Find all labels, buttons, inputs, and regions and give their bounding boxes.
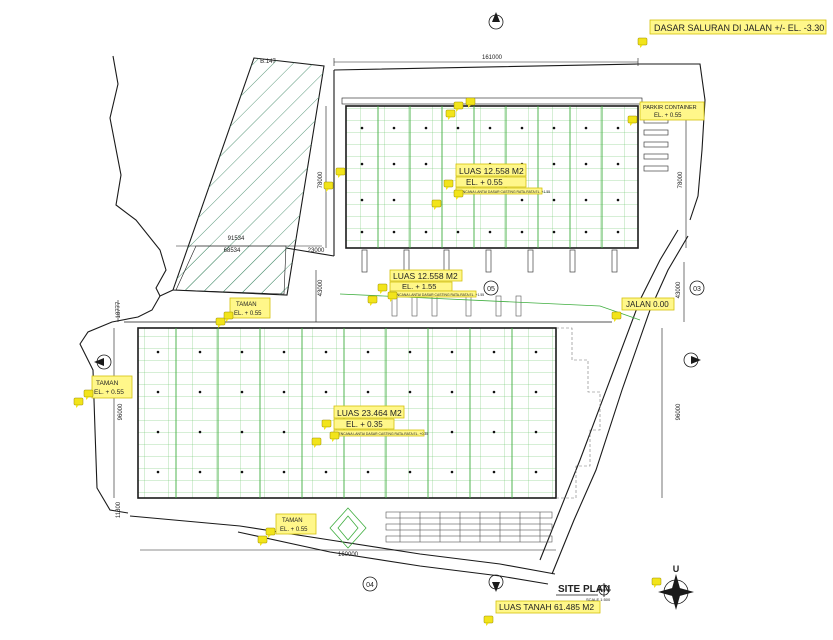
comment-icon xyxy=(215,317,226,328)
comment-icon xyxy=(443,179,454,190)
middle-area-label: LUAS 12.558 M2 xyxy=(393,271,458,281)
comment-icon xyxy=(431,199,442,210)
upper-el-highlight xyxy=(455,176,527,188)
comment-icon xyxy=(311,437,322,448)
dim-mid-gap: 43000 xyxy=(318,279,324,296)
taman-left-label: TAMAN xyxy=(96,380,119,387)
section-marker-04: 04 xyxy=(362,576,378,592)
land-area-label: LUAS TANAH 61.485 M2 xyxy=(499,602,594,612)
crosshair-icon xyxy=(597,583,611,597)
comment-markers xyxy=(73,37,662,626)
comment-icon xyxy=(323,181,334,192)
comment-icon xyxy=(453,189,464,200)
north-arrow-icon: U xyxy=(658,564,694,610)
comment-icon xyxy=(445,109,456,120)
comment-icon xyxy=(483,615,494,626)
section-marker-05: 05 xyxy=(483,280,499,296)
bottom-parking-rows xyxy=(385,511,553,543)
dimension-lines xyxy=(113,58,687,551)
jalan-label: JALAN 0.00 xyxy=(626,300,669,309)
section-marker-left xyxy=(94,354,112,370)
dim-upper-right: 78000 xyxy=(678,171,684,188)
lower-area-label: LUAS 23.464 M2 xyxy=(337,408,402,418)
lower-el-label: EL. + 0.35 xyxy=(346,420,383,429)
jalan-highlight xyxy=(621,297,675,311)
dim-mid-left: 18777 xyxy=(116,301,122,318)
section-marker-top xyxy=(488,12,504,30)
comment-icon xyxy=(329,431,340,442)
comment-icon xyxy=(465,97,476,108)
comment-icon xyxy=(611,311,622,322)
comment-icon xyxy=(335,167,346,178)
parking-container-area xyxy=(643,117,669,172)
middle-area-highlight xyxy=(389,269,463,282)
taman-mid-el: EL. + 0.55 xyxy=(234,311,262,317)
taman-bottom-highlight xyxy=(275,513,317,535)
hatched-slope-area xyxy=(173,58,324,295)
comment-icon xyxy=(83,389,94,400)
section-marker-right xyxy=(683,352,701,368)
middle-el-label: EL. + 1.55 xyxy=(402,282,436,291)
taman-bottom-label: TAMAN xyxy=(282,518,303,524)
comment-icon xyxy=(651,577,662,588)
middle-docks xyxy=(391,295,522,317)
site-plan-title: SITE PLAN xyxy=(558,584,610,595)
comment-icon xyxy=(73,397,84,408)
section-03-label: 03 xyxy=(693,286,701,293)
dim-bottom-left: 11300 xyxy=(116,501,122,518)
dim-upper-left: 78000 xyxy=(318,171,324,188)
upper-el-label: EL. + 0.55 xyxy=(466,178,503,187)
taman-mid-highlight xyxy=(229,297,271,319)
dim-top-width: 161000 xyxy=(482,55,503,61)
comment-icon xyxy=(367,295,378,306)
comment-icon xyxy=(453,101,464,112)
comment-icon xyxy=(321,419,332,430)
section-04-label: 04 xyxy=(366,582,374,589)
taman-mid-label: TAMAN xyxy=(236,302,257,308)
section-marker-bottom xyxy=(488,574,504,592)
dim-mid-right: 43000 xyxy=(676,281,682,298)
dim-span-b: 68534 xyxy=(224,248,241,254)
comment-icon xyxy=(257,535,268,546)
taman-left-highlight xyxy=(91,375,133,399)
dim-bottom-width: 160000 xyxy=(338,552,359,558)
lower-area-highlight xyxy=(333,405,405,419)
upper-note-label: RENCANA LANTAI DASAR CASTING RATA-RATA E… xyxy=(458,190,550,194)
comment-icon xyxy=(637,37,648,48)
dim-span-a: 91534 xyxy=(228,236,245,242)
comment-icon xyxy=(377,283,388,294)
middle-note-label: RENCANA LANTAI DASAR CASTING RATA-RATA E… xyxy=(392,293,484,297)
comment-icon xyxy=(387,291,398,302)
section-05-label: 05 xyxy=(487,286,495,293)
middle-drain-curve xyxy=(339,293,641,321)
land-area-highlight xyxy=(495,600,601,614)
dim-lower-left: 96000 xyxy=(118,403,124,420)
dim-span-c: 23000 xyxy=(308,248,325,254)
lower-note-label: RENCANA LANTAI DASAR CASTING RATA-RATA E… xyxy=(336,432,428,436)
dim-lower-right: 96000 xyxy=(676,403,682,420)
section-marker-03: 03 xyxy=(689,280,705,296)
entrance-diamond xyxy=(329,507,367,549)
datum-highlight xyxy=(649,19,827,35)
dim-corner: B.147 xyxy=(260,59,276,65)
upper-area-highlight xyxy=(455,163,527,177)
site-plan-scale: SCALE 1:500 xyxy=(586,597,611,602)
north-label: U xyxy=(673,564,680,574)
lower-el-highlight xyxy=(333,418,395,430)
comment-icon xyxy=(223,311,234,322)
comment-icon xyxy=(265,527,276,538)
upper-area-label: LUAS 12.558 M2 xyxy=(459,166,524,176)
parking-el-label: EL. + 0.55 xyxy=(654,113,682,119)
taman-left-el: EL. + 0.55 xyxy=(94,389,124,396)
parking-highlight xyxy=(639,101,705,121)
parking-label: PARKIR CONTAINER xyxy=(643,105,697,111)
taman-bottom-el: EL. + 0.55 xyxy=(280,527,308,533)
comment-icon xyxy=(627,115,638,126)
datum-label: DASAR SALURAN DI JALAN +/- EL. -3.30 xyxy=(654,23,824,33)
